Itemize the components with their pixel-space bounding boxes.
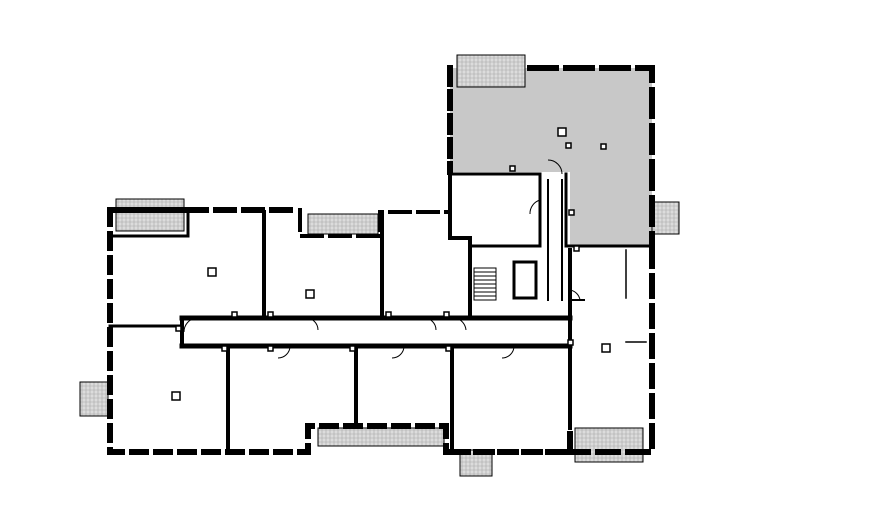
north-east-hall-fill [450, 68, 652, 246]
columns [171, 127, 611, 401]
doors [183, 159, 581, 359]
projection-east [651, 201, 680, 235]
projection-north-mid [307, 213, 379, 235]
walls [107, 65, 655, 455]
projection-north-west [115, 198, 185, 232]
projection-west [79, 381, 109, 417]
projection-south-mid [317, 427, 445, 447]
projections [79, 54, 680, 477]
projection-south-east [574, 427, 644, 463]
staircase [473, 260, 538, 301]
projection-north-east [456, 54, 526, 88]
